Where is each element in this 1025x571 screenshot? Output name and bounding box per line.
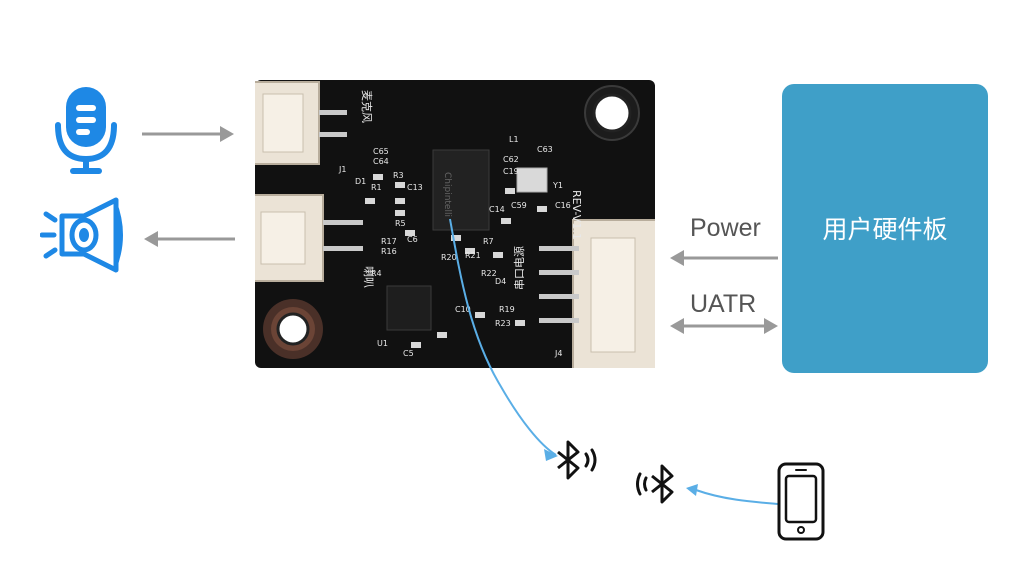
serial-power-silkscreen-label: 串口电源 — [512, 246, 526, 290]
mic-input-arrow — [142, 126, 234, 142]
designator: C13 — [407, 183, 423, 192]
designator: L1 — [509, 135, 519, 144]
bluetooth-icon — [557, 440, 597, 480]
main-chip: Chipintelli — [432, 149, 490, 231]
crystal-y1 — [516, 167, 548, 193]
designator: C6 — [407, 235, 418, 244]
user-hardware-board: 用户硬件板 — [782, 84, 988, 373]
phone-signal-line — [686, 484, 779, 505]
power-arrow — [670, 250, 778, 266]
smd-components — [365, 174, 547, 348]
designator: C62 — [503, 155, 519, 164]
chip-label: Chipintelli — [442, 172, 452, 217]
designator: R16 — [381, 247, 397, 256]
bluetooth-icon — [636, 464, 674, 504]
designator: C63 — [537, 145, 553, 154]
designator: R1 — [371, 183, 382, 192]
designator: R21 — [465, 251, 481, 260]
designator: R7 — [483, 237, 494, 246]
designator: C19 — [503, 167, 519, 176]
designator: R3 — [393, 171, 404, 180]
designator: R19 — [499, 305, 515, 314]
uart-bidirectional-arrow — [670, 318, 778, 334]
designator: R4 — [371, 269, 382, 278]
designator: C16 — [555, 201, 571, 210]
bluetooth-signal-line — [449, 218, 558, 461]
designator: C10 — [455, 305, 471, 314]
designator: C64 — [373, 157, 389, 166]
mounting-hole — [263, 299, 323, 359]
designator: R22 — [481, 269, 497, 278]
designator: R20 — [441, 253, 457, 262]
speaker-icon — [40, 197, 123, 273]
designator: J4 — [554, 349, 562, 358]
designator: D1 — [355, 177, 366, 186]
designator: R23 — [495, 319, 511, 328]
designator: C5 — [403, 349, 414, 358]
designator: C14 — [489, 205, 505, 214]
component-designators: C65 C64 R1 D1 R3 R5 C63 C62 C19 Y1 C16 C… — [338, 135, 571, 358]
chip-u1 — [386, 285, 432, 331]
phone-icon — [777, 462, 825, 541]
designator: R17 — [381, 237, 397, 246]
mounting-hole — [584, 85, 640, 141]
microphone-icon — [55, 87, 117, 174]
designator: Y1 — [552, 181, 563, 190]
designator: C65 — [373, 147, 389, 156]
mic-silkscreen-label: 麦克风 — [360, 90, 373, 123]
designator: U1 — [377, 339, 388, 348]
designator: D4 — [495, 277, 506, 286]
speaker-output-arrow — [144, 231, 235, 247]
power-label: Power — [690, 214, 761, 242]
designator: J1 — [338, 165, 346, 174]
mic-connector — [255, 81, 347, 165]
designator: C59 — [511, 201, 527, 210]
designator: R5 — [395, 219, 406, 228]
speaker-connector — [255, 194, 363, 282]
revision-silkscreen-label: REV-V1.1 — [570, 190, 583, 240]
voice-module-pcb: Chipintelli 麦克风 喇叭 串口电源 REV-V1.1 C65 C64… — [255, 80, 655, 368]
j4-connector — [539, 219, 655, 368]
uart-label: UATR — [690, 290, 757, 318]
speaker-silkscreen-label: 喇叭 — [362, 266, 376, 288]
user-board-label: 用户硬件板 — [822, 216, 948, 244]
